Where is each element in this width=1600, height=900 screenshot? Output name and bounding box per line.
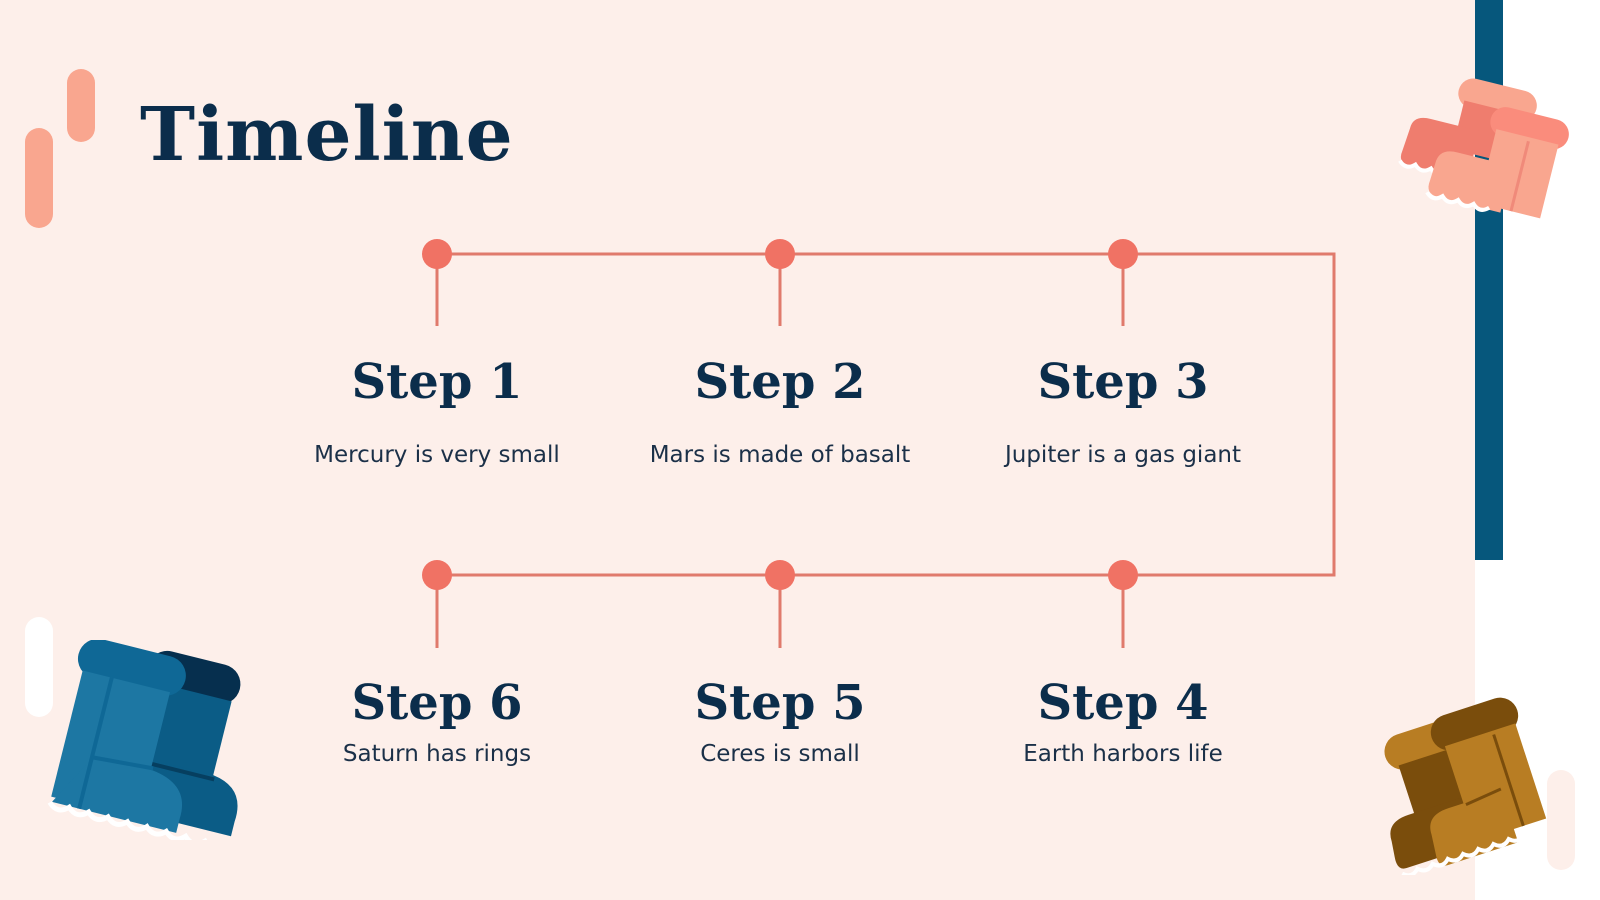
step-title: Step 4 — [1037, 675, 1209, 731]
timeline-node-2 — [765, 239, 795, 269]
page-title: Timeline — [140, 92, 514, 178]
step-title: Step 2 — [694, 354, 866, 410]
step-description: Jupiter is a gas giant — [1004, 442, 1242, 468]
decorative-pill — [25, 617, 53, 717]
timeline-step-6: Step 6 Saturn has rings — [267, 673, 607, 769]
step-description: Mars is made of basalt — [649, 442, 911, 468]
step-description: Earth harbors life — [1023, 741, 1223, 767]
step-description: Mercury is very small — [314, 442, 560, 468]
timeline-node-1 — [422, 239, 452, 269]
timeline-step-5: Step 5 Ceres is small — [610, 673, 950, 769]
timeline-step-3: Step 3 Jupiter is a gas giant — [953, 352, 1293, 470]
timeline-node-4 — [1108, 560, 1138, 590]
step-title: Step 3 — [1037, 354, 1209, 410]
step-title: Step 1 — [351, 354, 523, 410]
brown-boots-icon — [1384, 697, 1547, 875]
step-title: Step 6 — [351, 675, 523, 731]
timeline-step-1: Step 1 Mercury is very small — [267, 352, 607, 470]
timeline-node-5 — [765, 560, 795, 590]
step-title: Step 5 — [694, 675, 866, 731]
step-description: Ceres is small — [700, 741, 860, 767]
timeline-node-6 — [422, 560, 452, 590]
timeline-step-4: Step 4 Earth harbors life — [953, 673, 1293, 769]
pink-boots-icon — [1398, 78, 1569, 219]
timeline-step-2: Step 2 Mars is made of basalt — [610, 352, 950, 470]
step-description: Saturn has rings — [342, 741, 532, 767]
decorative-pill — [1547, 770, 1575, 870]
decorative-pill — [25, 128, 53, 228]
timeline-node-3 — [1108, 239, 1138, 269]
slide-background — [0, 0, 1475, 900]
blue-boots-icon — [47, 640, 241, 840]
decorative-pill — [67, 69, 95, 142]
